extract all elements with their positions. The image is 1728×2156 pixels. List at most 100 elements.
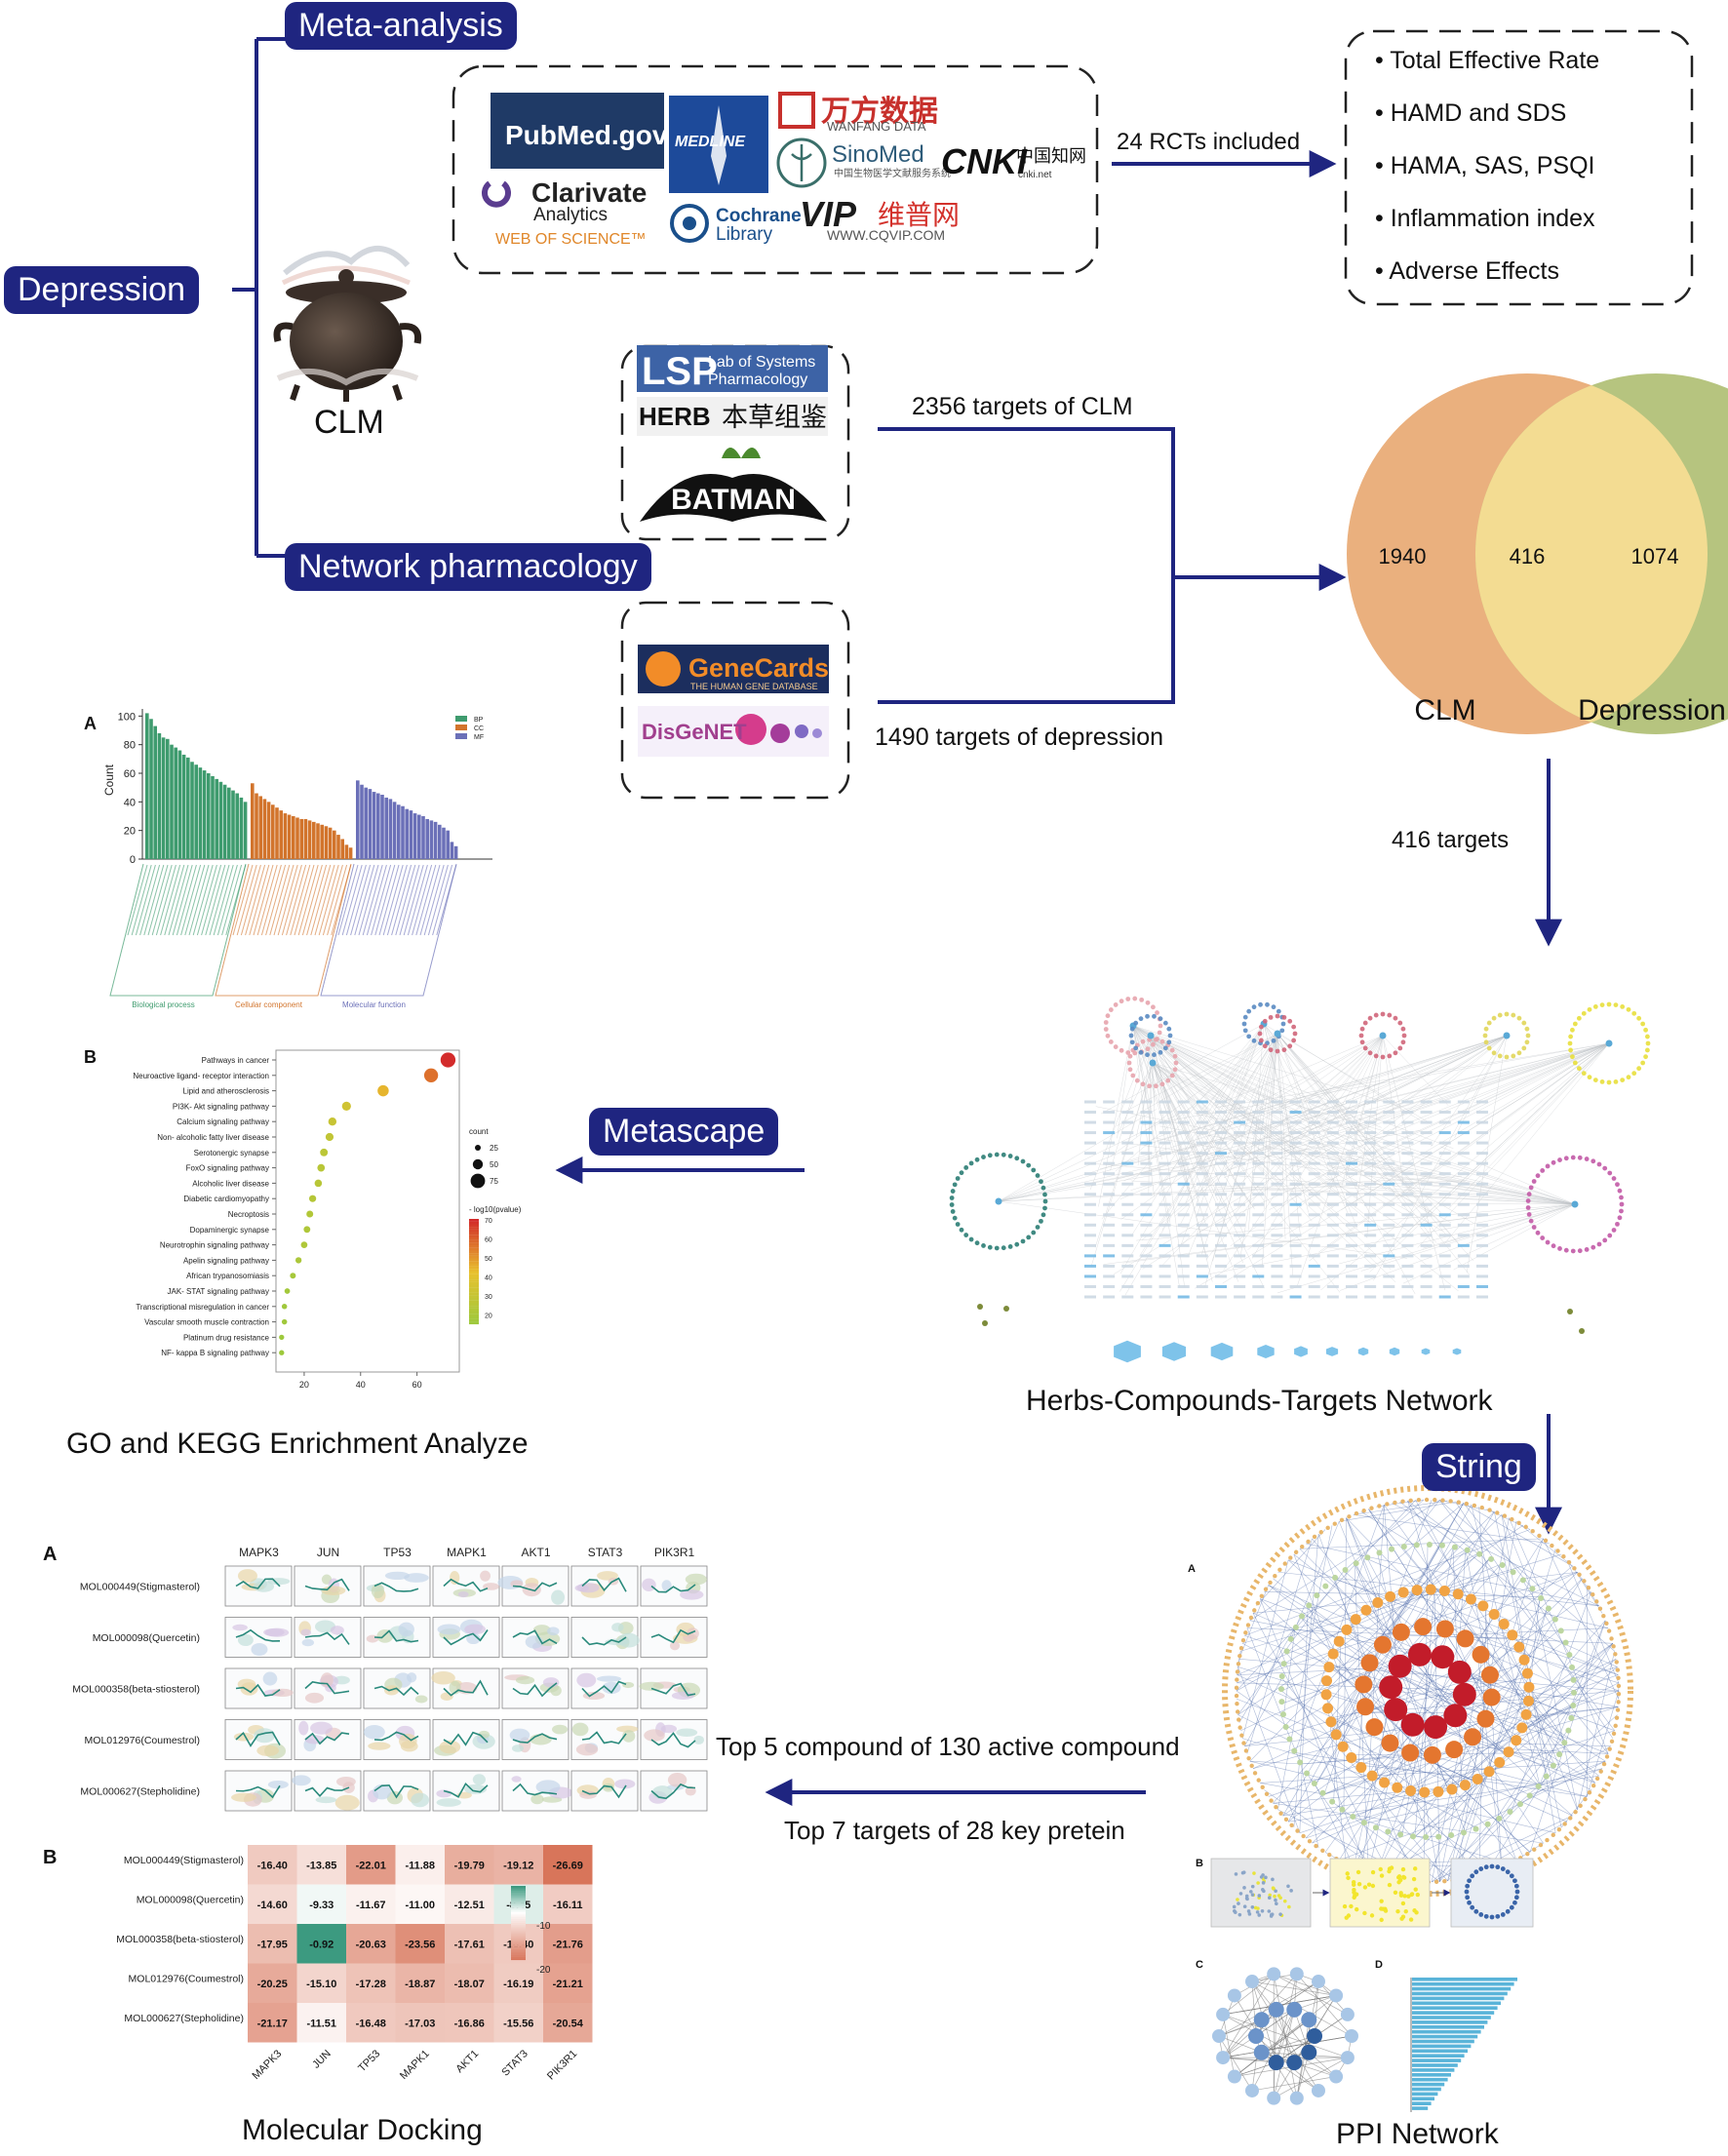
- go-bar: [446, 831, 450, 859]
- network-target-node: [1121, 1203, 1133, 1206]
- network-target-node: [1197, 1254, 1208, 1257]
- network-target-node: [1197, 1285, 1208, 1288]
- go-term-label: [144, 865, 164, 935]
- network-compound-node: [1042, 1206, 1047, 1211]
- go-term-label: [156, 865, 176, 935]
- ppi-node: [1435, 1834, 1441, 1840]
- network-compound-node: [1618, 1215, 1623, 1220]
- ppi-node: [1448, 1661, 1472, 1684]
- network-compound-node: [963, 1233, 968, 1237]
- ppi-node: [1537, 1534, 1541, 1538]
- go-bar: [170, 745, 174, 859]
- network-target-node: [1364, 1265, 1376, 1268]
- network-target-node: [1476, 1101, 1488, 1104]
- go-term-label: [132, 865, 151, 935]
- network-target-node: [1383, 1244, 1394, 1247]
- network-target-node: [1290, 1172, 1302, 1175]
- go-bar: [364, 788, 368, 859]
- network-target-node: [1346, 1213, 1357, 1216]
- network-target-node: [1476, 1131, 1488, 1134]
- kegg-colorbar-step: [469, 1319, 479, 1322]
- ppi-node: [1355, 1675, 1372, 1693]
- network-compound-node: [1269, 1015, 1274, 1020]
- network-target-node: [1197, 1152, 1208, 1155]
- network-compound-node: [1252, 1004, 1257, 1009]
- ppi-node: [1351, 1614, 1361, 1625]
- heatmap-colorbar-step: [511, 1914, 526, 1916]
- ppi-node: [1320, 1849, 1324, 1853]
- ppi-edge: [1347, 1518, 1382, 1601]
- network-compound-node: [1008, 1244, 1013, 1249]
- network-target-node: [1252, 1152, 1264, 1155]
- network-target-node: [1309, 1285, 1320, 1288]
- network-target-node: [1401, 1193, 1413, 1196]
- network-target-node: [1234, 1172, 1245, 1175]
- network-target-node: [1103, 1224, 1115, 1227]
- network-compound-node: [1484, 1039, 1489, 1044]
- ppi-degree-bar: [1412, 2073, 1451, 2077]
- go-bar: [340, 839, 344, 859]
- ppi-step-node: [1379, 1899, 1383, 1902]
- ppi-node: [1338, 1742, 1349, 1752]
- network-target-node: [1476, 1193, 1488, 1196]
- ppi-step-node: [1380, 1873, 1384, 1877]
- ppi-node: [1273, 1574, 1276, 1578]
- network-compound-node: [1001, 1153, 1006, 1157]
- network-target-node: [1401, 1254, 1413, 1257]
- kegg-colorbar-step: [469, 1301, 479, 1304]
- docking-protein-surface: [401, 1741, 418, 1751]
- ppi-node: [1555, 1548, 1559, 1552]
- docking-protein-surface: [367, 1635, 378, 1643]
- outcome-item: • HAMD and SDS: [1375, 99, 1599, 128]
- ppi-node: [1300, 1545, 1304, 1548]
- ppi-node: [1504, 1746, 1514, 1757]
- network-target-node: [1364, 1121, 1376, 1124]
- heatmap-colorbar-step: [511, 1947, 526, 1949]
- ppi-node: [1278, 1811, 1282, 1815]
- ppi-core-node: [1228, 1988, 1241, 2002]
- network-compound-node: [1521, 1046, 1526, 1051]
- kegg-colorbar-step: [469, 1256, 479, 1259]
- network-target-node: [1159, 1121, 1171, 1124]
- network-target-node: [1290, 1244, 1302, 1247]
- network-target-node: [1439, 1296, 1451, 1299]
- network-target-node: [1346, 1193, 1357, 1196]
- batman-text: BATMAN: [671, 484, 796, 516]
- heatmap-colorbar-step: [511, 1899, 526, 1901]
- ppi-node: [1268, 1581, 1272, 1585]
- network-target-node: [1364, 1101, 1376, 1104]
- network-target-node: [1401, 1172, 1413, 1175]
- heatmap-colorbar-step: [511, 1925, 526, 1927]
- kegg-colorbar-step: [469, 1237, 479, 1240]
- network-compound-node: [1360, 1027, 1365, 1032]
- network-compound-node: [1014, 1156, 1019, 1160]
- network-target-node: [1364, 1224, 1376, 1227]
- network-target-node: [1215, 1162, 1227, 1165]
- network-target-node: [1458, 1254, 1470, 1257]
- go-bar: [308, 820, 312, 859]
- ppi-step-node: [1362, 1911, 1366, 1915]
- ppi-node: [1294, 1550, 1298, 1554]
- ppi-node: [1605, 1754, 1609, 1758]
- heatmap-row-label: MOL000098(Quercetin): [137, 1895, 244, 1906]
- go-ytick-label: 100: [118, 711, 136, 723]
- ppi-core-node: [1228, 2070, 1241, 2084]
- network-target-node: [1084, 1162, 1096, 1165]
- ppi-node: [1235, 1702, 1238, 1705]
- network-compound-node: [1374, 1013, 1379, 1018]
- ppi-degree-bar: [1412, 2025, 1484, 2029]
- network-compound-node: [1492, 1016, 1497, 1021]
- heatmap-colorbar-step: [511, 1904, 526, 1906]
- network-target-node: [1234, 1296, 1245, 1299]
- network-target-node: [1346, 1152, 1357, 1155]
- docking-protein-surface: [441, 1692, 453, 1700]
- network-compound-node: [1125, 997, 1130, 1001]
- ppi-degree-bar: [1412, 1987, 1511, 1991]
- network-compound-node: [1517, 1016, 1522, 1021]
- network-target-node: [1178, 1213, 1190, 1216]
- network-compound-node: [1014, 1242, 1019, 1247]
- ppi-step-node: [1251, 1893, 1255, 1897]
- network-caption: Herbs-Compounds-Targets Network: [1026, 1385, 1493, 1418]
- venn-left-count: 1940: [1379, 544, 1427, 568]
